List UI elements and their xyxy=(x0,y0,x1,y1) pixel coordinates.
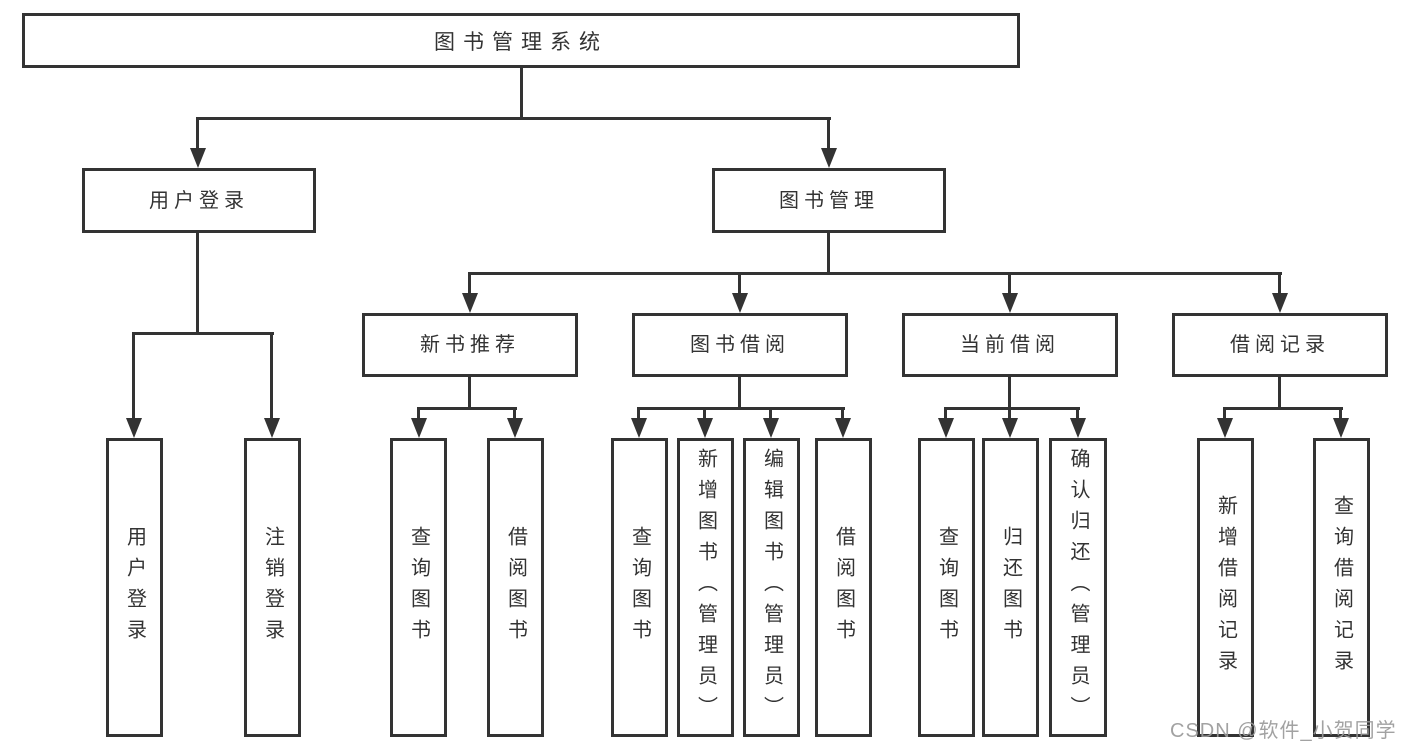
node-label: 图书管理 xyxy=(779,189,879,212)
connector-line xyxy=(944,407,1080,410)
connector-line xyxy=(133,332,274,335)
leaf-label: 用户登录 xyxy=(123,525,146,650)
leaf-edit-books-admin: 编辑图书（管理员） xyxy=(743,438,800,737)
arrowhead-down-icon xyxy=(126,418,142,438)
connector-line xyxy=(1008,377,1011,410)
leaf-query-books-current: 查询图书 xyxy=(918,438,975,737)
arrowhead-down-icon xyxy=(1272,293,1288,313)
arrowhead-down-icon xyxy=(190,148,206,168)
connector-line xyxy=(513,407,516,420)
arrowhead-down-icon xyxy=(697,418,713,438)
leaf-query-books-recommend: 查询图书 xyxy=(390,438,447,737)
connector-line xyxy=(468,272,471,295)
arrowhead-down-icon xyxy=(264,418,280,438)
connector-line xyxy=(196,233,199,335)
arrowhead-down-icon xyxy=(631,418,647,438)
leaf-label: 确认归还（管理员） xyxy=(1067,448,1089,727)
connector-line xyxy=(1008,407,1011,420)
arrowhead-down-icon xyxy=(1333,418,1349,438)
connector-line xyxy=(1223,407,1226,420)
connector-line xyxy=(196,117,199,151)
arrowhead-down-icon xyxy=(821,148,837,168)
arrowhead-down-icon xyxy=(1070,418,1086,438)
leaf-confirm-return-admin: 确认归还（管理员） xyxy=(1049,438,1107,737)
connector-line xyxy=(827,233,830,275)
leaf-label: 借阅图书 xyxy=(504,525,527,650)
leaf-user-login: 用户登录 xyxy=(106,438,163,737)
arrowhead-down-icon xyxy=(763,418,779,438)
connector-line xyxy=(769,407,772,420)
node-label: 图书管理系统 xyxy=(434,30,608,54)
leaf-label: 归还图书 xyxy=(999,525,1022,650)
leaf-label: 新增借阅记录 xyxy=(1214,494,1237,681)
node-label: 用户登录 xyxy=(149,189,249,212)
connector-line xyxy=(1278,377,1281,410)
connector-line xyxy=(1223,407,1343,410)
leaf-label: 查询图书 xyxy=(935,525,958,650)
leaf-label: 查询图书 xyxy=(628,525,651,650)
leaf-label: 编辑图书（管理员） xyxy=(760,448,783,727)
leaf-label: 查询图书 xyxy=(407,525,430,650)
arrowhead-down-icon xyxy=(1217,418,1233,438)
connector-line xyxy=(417,407,517,410)
leaf-query-borrow-record: 查询借阅记录 xyxy=(1313,438,1370,737)
node-new-book-recommendation: 新书推荐 xyxy=(362,313,578,377)
connector-line xyxy=(827,117,830,151)
leaf-borrow-books-recommend: 借阅图书 xyxy=(487,438,544,737)
leaf-borrow-books: 借阅图书 xyxy=(815,438,872,737)
node-label: 当前借阅 xyxy=(960,334,1060,356)
connector-line xyxy=(1008,272,1011,295)
node-user-login: 用户登录 xyxy=(82,168,316,233)
node-label: 图书借阅 xyxy=(690,334,790,356)
connector-line xyxy=(1278,272,1281,295)
connector-line xyxy=(738,272,741,295)
connector-line xyxy=(944,407,947,420)
connector-line xyxy=(270,332,273,420)
csdn-watermark: CSDN @软件_小贺同学 xyxy=(1170,720,1397,742)
leaf-add-books-admin: 新增图书（管理员） xyxy=(677,438,734,737)
node-library-management-system: 图书管理系统 xyxy=(22,13,1020,68)
leaf-label: 查询借阅记录 xyxy=(1330,494,1353,681)
connector-line xyxy=(1339,407,1342,420)
node-borrowing-records: 借阅记录 xyxy=(1172,313,1388,377)
arrowhead-down-icon xyxy=(835,418,851,438)
leaf-label: 借阅图书 xyxy=(832,525,855,650)
leaf-label: 新增图书（管理员） xyxy=(694,448,717,727)
arrowhead-down-icon xyxy=(411,418,427,438)
arrowhead-down-icon xyxy=(732,293,748,313)
connector-line xyxy=(1076,407,1079,420)
node-current-borrowing: 当前借阅 xyxy=(902,313,1118,377)
leaf-add-borrow-record: 新增借阅记录 xyxy=(1197,438,1254,737)
node-book-management: 图书管理 xyxy=(712,168,946,233)
connector-line xyxy=(841,407,844,420)
connector-line xyxy=(468,272,1282,275)
leaf-return-books: 归还图书 xyxy=(982,438,1039,737)
arrowhead-down-icon xyxy=(1002,293,1018,313)
arrowhead-down-icon xyxy=(507,418,523,438)
connector-line xyxy=(703,407,706,420)
node-book-borrowing: 图书借阅 xyxy=(632,313,848,377)
arrowhead-down-icon xyxy=(938,418,954,438)
connector-line xyxy=(520,67,523,120)
connector-line xyxy=(132,332,135,420)
connector-line xyxy=(417,407,420,420)
node-label: 借阅记录 xyxy=(1230,334,1330,356)
node-label: 新书推荐 xyxy=(420,334,520,356)
connector-line xyxy=(637,407,640,420)
connector-line xyxy=(738,377,741,410)
connector-line xyxy=(468,377,471,410)
arrowhead-down-icon xyxy=(462,293,478,313)
connector-line xyxy=(637,407,845,410)
connector-line xyxy=(197,117,831,120)
leaf-label: 注销登录 xyxy=(261,525,284,650)
leaf-logout: 注销登录 xyxy=(244,438,301,737)
leaf-query-books-borrowing: 查询图书 xyxy=(611,438,668,737)
arrowhead-down-icon xyxy=(1002,418,1018,438)
